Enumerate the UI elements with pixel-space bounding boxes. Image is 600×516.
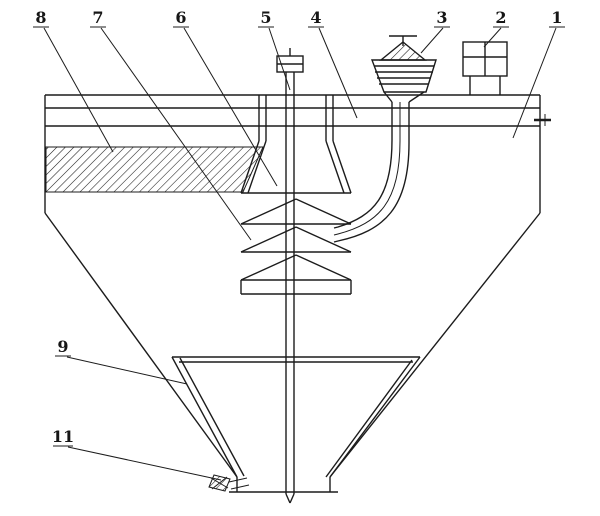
valve-stub-1 (228, 477, 248, 483)
shaft-tip-right (289, 493, 295, 504)
leader-line-9 (66, 356, 188, 385)
motor-body (370, 59, 437, 93)
inner-cone-left-inner (179, 357, 245, 477)
leader-line-3 (420, 27, 444, 54)
inner-cone (171, 356, 421, 478)
tier1-right (295, 198, 352, 225)
feedwell-flare-right-outer (332, 140, 352, 194)
leader-line-1 (512, 27, 557, 139)
callout-8: 8 (35, 8, 46, 27)
leader-line-2 (483, 27, 502, 48)
callout-2: 2 (495, 8, 506, 27)
tier3-left (240, 254, 297, 281)
inner-cone-left-outer (171, 356, 238, 478)
motor-outlet-left (383, 91, 393, 103)
tier2-left (240, 226, 297, 253)
leader-line-5 (268, 27, 291, 91)
callout-labels: 8 7 6 5 4 3 2 1 9 11 (33, 8, 565, 447)
callout-1: 1 (551, 8, 562, 27)
inner-cone-right-inner (325, 359, 413, 478)
left-cone-line (44, 212, 238, 478)
leader-line-11 (67, 446, 222, 481)
callout-5: 5 (260, 8, 271, 27)
agitator-shaft (276, 48, 304, 504)
inner-cone-right-outer (329, 356, 421, 478)
feed-pipe-outer (333, 102, 393, 229)
leader-line-7 (100, 27, 252, 241)
right-cone-line (329, 212, 541, 478)
shaft-tip-left (285, 493, 291, 504)
feed-pipe-inner (333, 102, 410, 243)
feedwell-flare-right-inner (325, 140, 345, 194)
drive-motor (370, 35, 437, 103)
feedwell-flare-left-inner (247, 140, 267, 194)
valve-hatch-2 (211, 476, 228, 490)
motor-cone (379, 41, 427, 61)
callout-6: 6 (175, 8, 186, 27)
callout-3: 3 (436, 8, 447, 27)
discharge-valve (208, 474, 250, 492)
callout-9: 9 (57, 337, 68, 356)
leader-line-6 (183, 27, 278, 187)
callout-7: 7 (92, 8, 103, 27)
tier1-left (240, 198, 297, 225)
hatched-platform (45, 146, 264, 193)
valve-stub-2 (230, 484, 250, 490)
callout-4: 4 (310, 8, 321, 27)
tier2-right (295, 226, 352, 253)
leader-line-8 (43, 27, 114, 153)
feed-pipe (333, 102, 410, 243)
tier3-right (295, 254, 352, 281)
wall-marker (534, 114, 551, 126)
deflector-cones (240, 198, 352, 295)
feed-box (462, 41, 508, 95)
leader-line-4 (318, 27, 358, 119)
callout-11: 11 (52, 427, 74, 446)
feedwell-column (240, 95, 352, 194)
leader-lines (43, 27, 557, 481)
motor-outlet-right (408, 91, 425, 103)
feed-pipe-mid (333, 102, 401, 236)
tank-outline (44, 94, 541, 493)
